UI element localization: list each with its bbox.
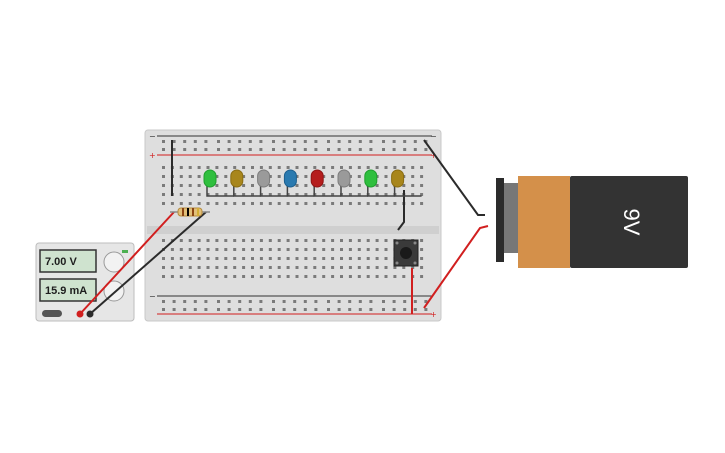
voltage-readout: 7.00 V [45, 256, 77, 268]
button-cap[interactable] [400, 247, 412, 259]
led[interactable] [364, 169, 395, 197]
led[interactable] [257, 169, 288, 197]
led[interactable] [391, 169, 422, 197]
led-array[interactable] [203, 169, 422, 197]
battery-body-copper [518, 176, 570, 268]
led[interactable] [203, 169, 234, 197]
rail-minus-label-right: − [430, 132, 437, 141]
led[interactable] [230, 169, 261, 197]
cv-indicator-icon [122, 250, 128, 253]
resistor[interactable] [170, 207, 210, 217]
led[interactable] [310, 169, 342, 197]
wire-supply-positive[interactable] [79, 211, 175, 315]
rail-minus-label-bottom: − [149, 292, 156, 301]
wire-battery-negative[interactable] [423, 139, 485, 216]
current-display [39, 278, 97, 302]
power-switch[interactable] [42, 310, 62, 317]
wire-supply-negative[interactable] [89, 211, 207, 315]
battery-label: 9V [619, 209, 644, 236]
battery-snap [504, 183, 522, 253]
battery-body-black [570, 176, 688, 268]
wires[interactable] [79, 139, 489, 315]
led[interactable] [283, 169, 315, 197]
current-readout: 15.9 mA [45, 285, 87, 297]
battery-9v[interactable]: − + 9V [496, 176, 688, 268]
power-supply[interactable]: 7.00 V 15.9 mA [35, 242, 135, 322]
rail-plus-label-bottom: + [430, 310, 437, 319]
voltage-knob[interactable] [103, 251, 125, 273]
rail-plus-label-right: + [430, 151, 437, 160]
wire-battery-positive[interactable] [423, 225, 489, 309]
battery-connector-clip [496, 178, 504, 262]
wire-led-button[interactable] [397, 190, 405, 231]
push-button[interactable] [393, 239, 419, 267]
led[interactable] [337, 169, 368, 197]
breadboard-holes[interactable] [162, 140, 428, 311]
voltage-display [39, 249, 97, 273]
rail-minus-label: − [149, 132, 156, 141]
rail-plus-label: + [149, 151, 156, 160]
